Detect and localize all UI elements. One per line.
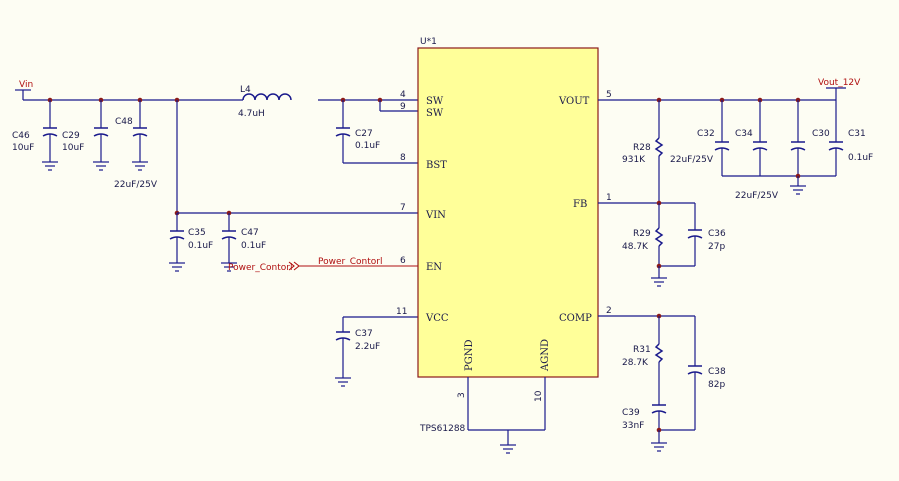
svg-text:C38: C38	[708, 367, 726, 377]
svg-text:10uF: 10uF	[12, 143, 34, 153]
capacitor-c31[interactable]: C31 0.1uF	[828, 100, 873, 176]
capacitor-c30[interactable]: C30	[790, 100, 830, 176]
svg-text:6: 6	[400, 256, 406, 266]
svg-text:931K: 931K	[622, 155, 646, 165]
capacitor-c34[interactable]: C34 22uF/25V	[735, 100, 779, 201]
svg-text:0.1uF: 0.1uF	[241, 241, 266, 251]
vout-label: Vout_12V	[818, 78, 861, 88]
svg-text:C27: C27	[355, 129, 373, 139]
capacitor-c27[interactable]: C27 0.1uF	[335, 100, 418, 164]
capacitor-c29[interactable]	[93, 100, 109, 162]
svg-text:C39: C39	[622, 408, 640, 418]
svg-text:PGND: PGND	[464, 340, 475, 371]
ground-symbol	[42, 161, 58, 171]
svg-text:28.7K: 28.7K	[622, 358, 649, 368]
svg-text:5: 5	[606, 90, 612, 100]
svg-text:0.1uF: 0.1uF	[848, 153, 873, 163]
ground-symbol	[500, 444, 516, 454]
capacitor-c47[interactable]: C47 0.1uF	[221, 213, 266, 263]
svg-text:7: 7	[400, 203, 406, 213]
capacitor-c32[interactable]: C32	[697, 100, 730, 176]
svg-text:L4: L4	[240, 85, 251, 95]
svg-text:SW: SW	[426, 108, 444, 119]
capacitor-c37[interactable]: C37 2.2uF	[335, 317, 380, 378]
svg-text:C31: C31	[848, 129, 866, 139]
ic-designator: U*1	[420, 37, 437, 47]
svg-text:11: 11	[396, 307, 407, 317]
svg-text:C37: C37	[355, 329, 373, 339]
svg-text:VIN: VIN	[425, 210, 446, 221]
svg-text:C46: C46	[12, 131, 30, 141]
ground-symbol	[651, 442, 667, 452]
ground-symbol	[335, 377, 351, 387]
capacitor-c38[interactable]: C38 82p	[687, 316, 726, 430]
svg-text:Power_Contorl: Power_Contorl	[228, 263, 292, 273]
c32-value: 22uF/25V	[670, 155, 714, 165]
svg-text:22uF/25V: 22uF/25V	[735, 191, 779, 201]
svg-text:10uF: 10uF	[62, 143, 84, 153]
svg-text:C29: C29	[62, 131, 80, 141]
svg-text:2: 2	[606, 306, 612, 316]
svg-text:22uF/25V: 22uF/25V	[114, 180, 158, 190]
ground-symbol	[132, 161, 148, 171]
ground-symbol	[93, 161, 109, 171]
svg-text:82p: 82p	[708, 380, 725, 390]
capacitor-c35[interactable]: C35 0.1uF	[169, 213, 213, 263]
svg-text:C36: C36	[708, 229, 726, 239]
ground-symbol	[790, 185, 806, 195]
capacitor-c36[interactable]: C36 27p	[687, 203, 726, 266]
ic-tps61288[interactable]: U*1 4 SW 9 SW 8 BST 7 VIN 6 EN 11 VCC 5 …	[396, 37, 612, 434]
svg-text:C32: C32	[697, 129, 715, 139]
resistor-r29[interactable]: R29 48.7K	[622, 203, 664, 266]
svg-text:FB: FB	[573, 199, 587, 210]
svg-text:10: 10	[534, 390, 544, 402]
svg-text:9: 9	[400, 102, 406, 112]
svg-text:C47: C47	[241, 228, 259, 238]
svg-text:27p: 27p	[708, 242, 725, 252]
svg-text:AGND: AGND	[540, 339, 551, 372]
svg-text:C35: C35	[188, 228, 206, 238]
capacitor-c46[interactable]: C46 10uF C29 10uF	[12, 100, 84, 162]
svg-text:33nF: 33nF	[622, 421, 644, 431]
power-control-port[interactable]: Power_Contorl	[228, 261, 300, 273]
vin-label: Vin	[19, 80, 33, 90]
svg-text:4: 4	[400, 90, 406, 100]
svg-text:SW: SW	[426, 96, 444, 107]
svg-text:48.7K: 48.7K	[622, 242, 649, 252]
resistor-r31[interactable]: R31 28.7K	[622, 316, 664, 405]
svg-text:VCC: VCC	[425, 313, 449, 324]
svg-text:3: 3	[457, 392, 467, 398]
vin-power-port[interactable]: Vin	[15, 80, 33, 100]
svg-text:VOUT: VOUT	[558, 96, 590, 107]
svg-text:EN: EN	[426, 262, 442, 273]
svg-text:R31: R31	[633, 345, 651, 355]
svg-text:R28: R28	[633, 143, 651, 153]
svg-text:1: 1	[606, 193, 612, 203]
svg-text:8: 8	[400, 153, 406, 163]
inductor-l4[interactable]: L4 4.7uH	[238, 85, 292, 119]
svg-text:0.1uF: 0.1uF	[355, 141, 380, 151]
svg-text:COMP: COMP	[559, 313, 592, 324]
ground-symbol	[169, 262, 185, 272]
svg-text:R29: R29	[633, 229, 651, 239]
resistor-r28[interactable]: R28 931K	[622, 100, 664, 203]
power-control-net-label: Power_Contorl	[318, 257, 382, 267]
svg-text:2.2uF: 2.2uF	[355, 342, 380, 352]
svg-text:C34: C34	[735, 129, 753, 139]
ground-symbol	[221, 262, 237, 272]
svg-text:C30: C30	[812, 129, 830, 139]
vout-power-port[interactable]: Vout_12V	[818, 78, 861, 100]
capacitor-c48[interactable]: C48 22uF/25V	[114, 100, 158, 190]
svg-text:0.1uF: 0.1uF	[188, 241, 213, 251]
svg-text:4.7uH: 4.7uH	[238, 109, 265, 119]
ic-part-number: TPS61288	[419, 424, 466, 434]
svg-text:C48: C48	[115, 117, 133, 127]
ground-symbol	[651, 277, 667, 287]
svg-text:BST: BST	[426, 160, 447, 171]
capacitor-c39[interactable]: C39 33nF	[622, 404, 667, 431]
